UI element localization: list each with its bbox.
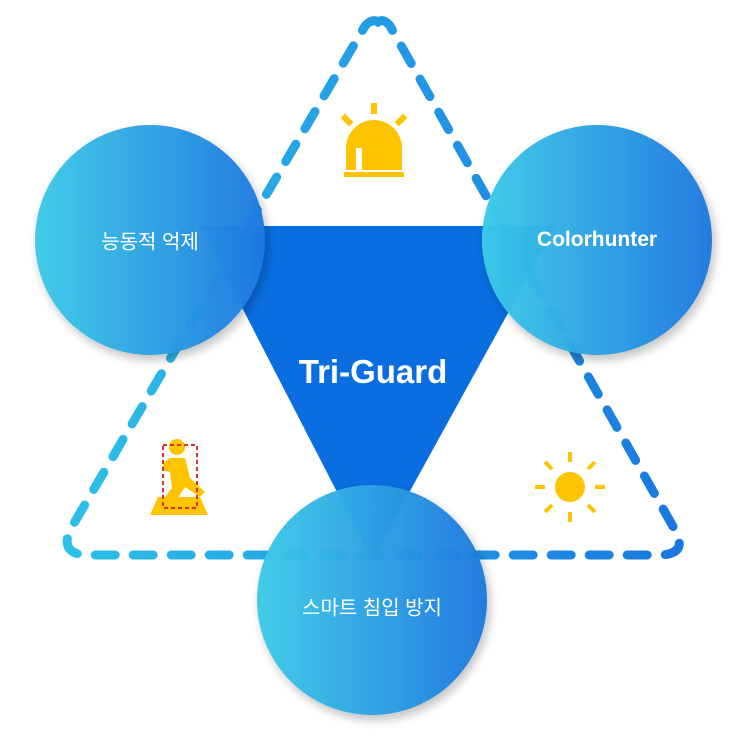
label-colorhunter: Colorhunter xyxy=(536,228,658,251)
label-active-suppression: 능동적 억제 xyxy=(101,231,199,254)
circle-colorhunter xyxy=(482,125,712,355)
siren-icon xyxy=(340,103,408,177)
label-smart-intrusion: 스마트 침입 방지 xyxy=(302,597,442,620)
circle-smart-intrusion xyxy=(257,485,487,715)
sun-icon xyxy=(535,452,605,522)
center-title: Tri-Guard xyxy=(298,353,448,390)
circle-active-suppression xyxy=(35,125,265,355)
running-person-icon xyxy=(150,439,208,515)
center-triangle xyxy=(200,226,556,560)
